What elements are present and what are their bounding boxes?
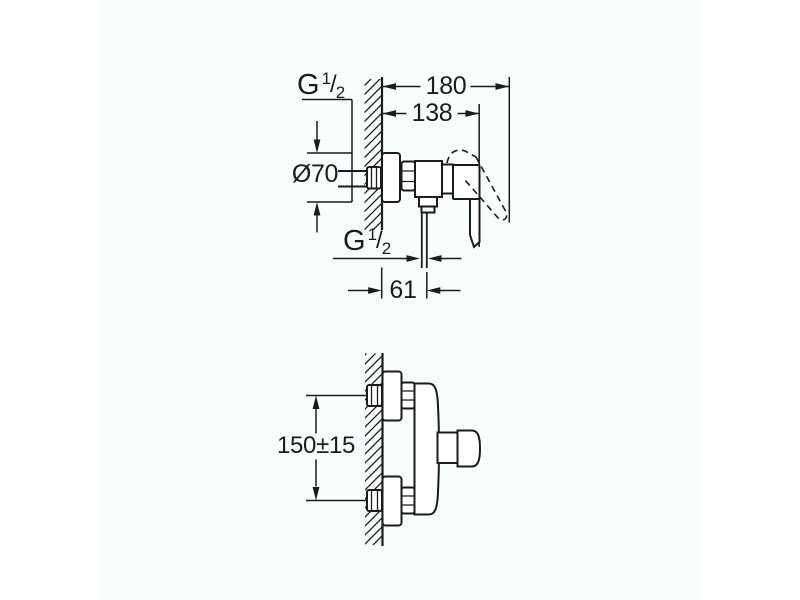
union-nut-top	[400, 381, 416, 410]
outlet-flange	[418, 196, 438, 208]
body-plate	[413, 382, 441, 516]
escutcheon-top	[381, 370, 403, 422]
inlet-hex-nut-top	[366, 384, 383, 407]
handle-knob	[456, 429, 482, 468]
thread-denominator: 2	[335, 83, 346, 102]
thread-numerator: 1	[367, 225, 378, 244]
escutcheon-bottom	[381, 475, 403, 527]
dim-outlet-offset-label: 61	[389, 276, 417, 304]
valve-neck	[436, 431, 459, 464]
supply-hex-nut	[366, 166, 382, 190]
plan-view-arrowheads	[312, 395, 320, 501]
dim-body-depth-label: 138	[411, 99, 453, 127]
valve-body	[414, 160, 443, 198]
thread-letter: G	[343, 225, 366, 257]
dim-escutcheon-diameter-label: Ø70	[291, 160, 339, 188]
side-view-mixer	[338, 152, 481, 268]
handle-alternate-position-dashed	[446, 149, 508, 221]
outlet-pipe	[420, 212, 428, 268]
escutcheon-side	[381, 152, 401, 203]
thread-numerator: 1	[321, 69, 332, 88]
cartridge-ring	[441, 163, 454, 195]
inlet-hex-nut-bottom	[366, 489, 383, 512]
outlet-nipple	[420, 205, 436, 214]
wall-hatch	[364, 79, 382, 230]
side-view	[302, 77, 511, 299]
union-nut-side	[400, 160, 416, 192]
plan-view	[306, 353, 482, 546]
plan-view-mixer	[366, 370, 482, 527]
thread-slash: /	[330, 71, 337, 98]
thread-letter: G	[297, 69, 320, 101]
union-nut-bottom	[400, 486, 416, 515]
escutcheon-dia-extensions	[307, 152, 352, 203]
thread-slash: /	[376, 227, 383, 254]
handle-lever	[469, 198, 481, 249]
thread-denominator: 2	[381, 239, 392, 258]
supply-pipe	[338, 170, 367, 188]
side-view-arrowheads	[313, 83, 509, 294]
plan-view-dimension-lines	[306, 394, 367, 502]
dim-mounting-distance-label: 150±15	[276, 432, 356, 459]
dim-total-depth-label: 180	[425, 72, 467, 100]
thread-top-leader	[302, 98, 353, 202]
wall-hatch	[365, 353, 383, 545]
